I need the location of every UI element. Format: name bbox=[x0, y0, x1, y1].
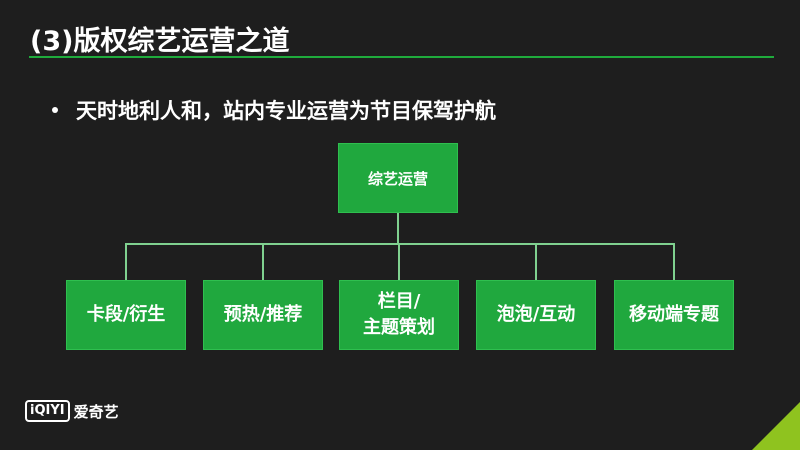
connector-child-4 bbox=[535, 243, 537, 280]
child-node-label: 栏目/ 主题策划 bbox=[363, 291, 435, 338]
connector-child-1 bbox=[125, 243, 127, 280]
child-node-label: 移动端专题 bbox=[629, 304, 719, 325]
bullet-item: 天时地利人和，站内专业运营为节目保驾护航 bbox=[52, 95, 496, 125]
child-node-2: 预热/推荐 bbox=[203, 280, 323, 350]
connector-child-3 bbox=[398, 243, 400, 280]
connector-bus bbox=[125, 243, 675, 245]
bullet-dot-icon bbox=[52, 107, 58, 113]
child-node-label: 卡段/衍生 bbox=[86, 304, 166, 325]
child-node-label: 预热/推荐 bbox=[223, 304, 303, 325]
child-node-1: 卡段/衍生 bbox=[66, 280, 186, 350]
slide-title: (3)版权综艺运营之道 bbox=[30, 26, 290, 57]
iqiyi-logo: iQIYI 爱奇艺 bbox=[25, 400, 119, 422]
connector-child-5 bbox=[673, 243, 675, 280]
iqiyi-logo-text: 爱奇艺 bbox=[73, 402, 119, 421]
corner-decoration-icon bbox=[752, 402, 800, 450]
child-node-4: 泡泡/互动 bbox=[476, 280, 596, 350]
child-node-label: 泡泡/互动 bbox=[496, 304, 576, 325]
child-node-5: 移动端专题 bbox=[614, 280, 734, 350]
root-node: 综艺运营 bbox=[338, 143, 458, 213]
title-underline bbox=[29, 56, 774, 58]
connector-root-down bbox=[397, 213, 399, 243]
iqiyi-logo-mark: iQIYI bbox=[25, 400, 70, 422]
child-node-3: 栏目/ 主题策划 bbox=[339, 280, 459, 350]
bullet-text: 天时地利人和，站内专业运营为节目保驾护航 bbox=[76, 99, 496, 123]
connector-child-2 bbox=[262, 243, 264, 280]
